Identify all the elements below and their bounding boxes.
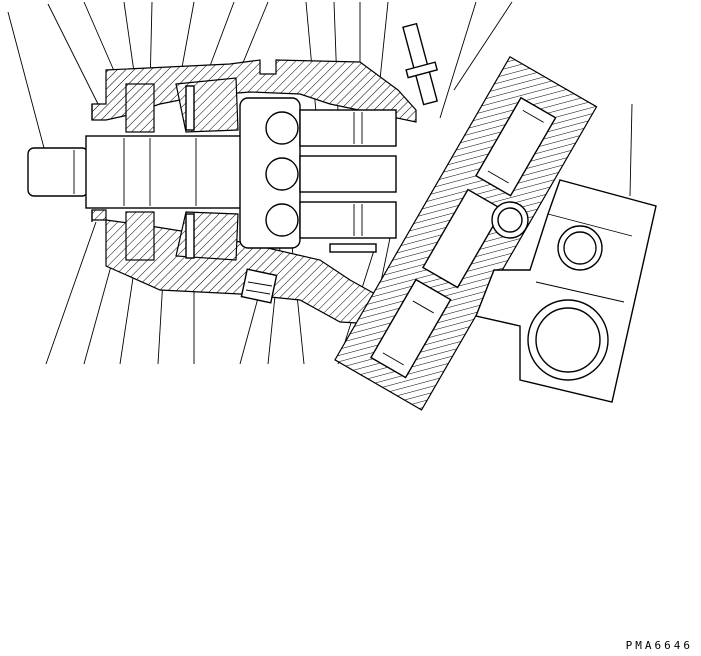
tapered-bearings <box>125 77 239 261</box>
drawing-code: PMA6646 <box>625 639 693 652</box>
top-pin <box>402 22 439 106</box>
port-plate <box>475 179 657 403</box>
output-shaft <box>27 135 243 209</box>
cylinder-block <box>239 97 397 253</box>
valve-block <box>334 55 598 411</box>
bottom-bolt <box>240 268 278 304</box>
